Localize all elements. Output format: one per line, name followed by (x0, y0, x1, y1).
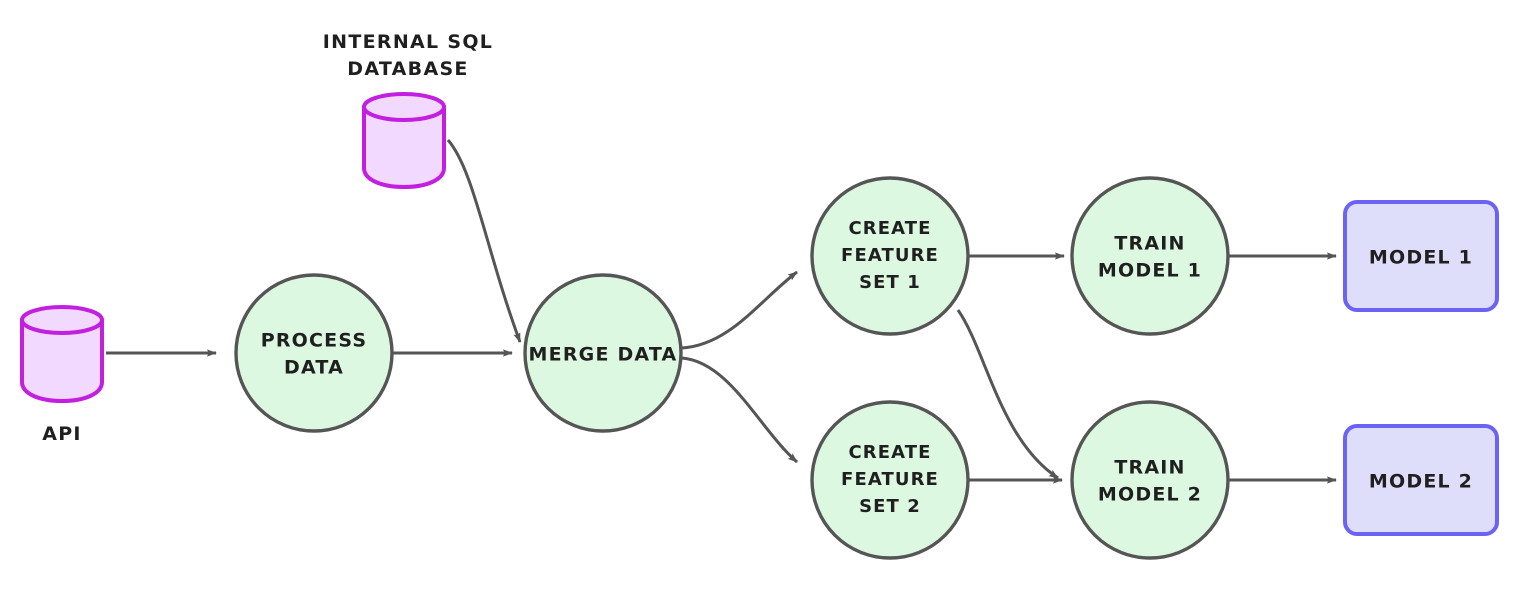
edges-layer (106, 139, 1337, 484)
train-model-1-circle (1070, 176, 1230, 336)
train-model-1-label-line-1: TRAIN (1114, 233, 1185, 255)
process-data-circle (234, 273, 394, 433)
merge-data-label: MERGE DATA (529, 344, 678, 366)
node-model-1[interactable]: MODEL 1 (1343, 200, 1499, 312)
train-model-2-label-line-2: MODEL 2 (1098, 484, 1202, 506)
sql-database-label-line-1: INTERNAL SQL (323, 31, 493, 53)
node-sql-database-cylinder[interactable]: INTERNAL SQL DATABASE (323, 31, 493, 189)
node-create-feature-set-1[interactable]: CREATE FEATURE SET 1 (810, 176, 970, 336)
create-feature-set-2-label-line-3: SET 2 (859, 496, 921, 517)
model-1-box (1343, 200, 1499, 312)
edge-create-feature-set-1-to-train-model-2 (956, 309, 1059, 480)
node-model-2[interactable]: MODEL 2 (1343, 424, 1499, 536)
model-2-label: MODEL 2 (1369, 471, 1473, 493)
edge-sql-database-to-merge-data (446, 139, 522, 343)
create-feature-set-1-label-line-3: SET 1 (859, 272, 921, 293)
api-cylinder-label: API (42, 423, 82, 445)
sql-database-label-line-2: DATABASE (347, 58, 468, 80)
edge-merge-data-to-create-feature-set-1 (681, 270, 798, 350)
model-1-label: MODEL 1 (1369, 247, 1473, 269)
train-model-2-label-line-1: TRAIN (1114, 457, 1185, 479)
train-model-2-circle (1070, 400, 1230, 560)
process-data-label-line-1: PROCESS (261, 330, 368, 352)
api-cylinder-top (20, 305, 104, 335)
create-feature-set-1-label-line-2: FEATURE (841, 245, 939, 266)
merge-data-circle (523, 273, 683, 433)
sql-database-cylinder-body (362, 105, 446, 189)
node-train-model-2[interactable]: TRAIN MODEL 2 (1070, 400, 1230, 560)
create-feature-set-2-label-line-2: FEATURE (841, 469, 939, 490)
sql-database-cylinder-top (362, 92, 446, 122)
train-model-1-label-line-2: MODEL 1 (1098, 260, 1202, 282)
create-feature-set-2-circle (810, 400, 970, 560)
node-merge-data[interactable]: MERGE DATA (523, 273, 683, 433)
model-2-box (1343, 424, 1499, 536)
create-feature-set-1-label-line-1: CREATE (848, 218, 931, 239)
api-cylinder-body (20, 318, 104, 403)
node-process-data[interactable]: PROCESS DATA (234, 273, 394, 433)
edge-merge-data-to-create-feature-set-2 (681, 356, 798, 464)
node-train-model-1[interactable]: TRAIN MODEL 1 (1070, 176, 1230, 336)
create-feature-set-1-circle (810, 176, 970, 336)
node-create-feature-set-2[interactable]: CREATE FEATURE SET 2 (810, 400, 970, 560)
create-feature-set-2-label-line-1: CREATE (848, 442, 931, 463)
process-data-label-line-2: DATA (284, 357, 344, 379)
node-api-cylinder[interactable]: API (20, 305, 104, 445)
